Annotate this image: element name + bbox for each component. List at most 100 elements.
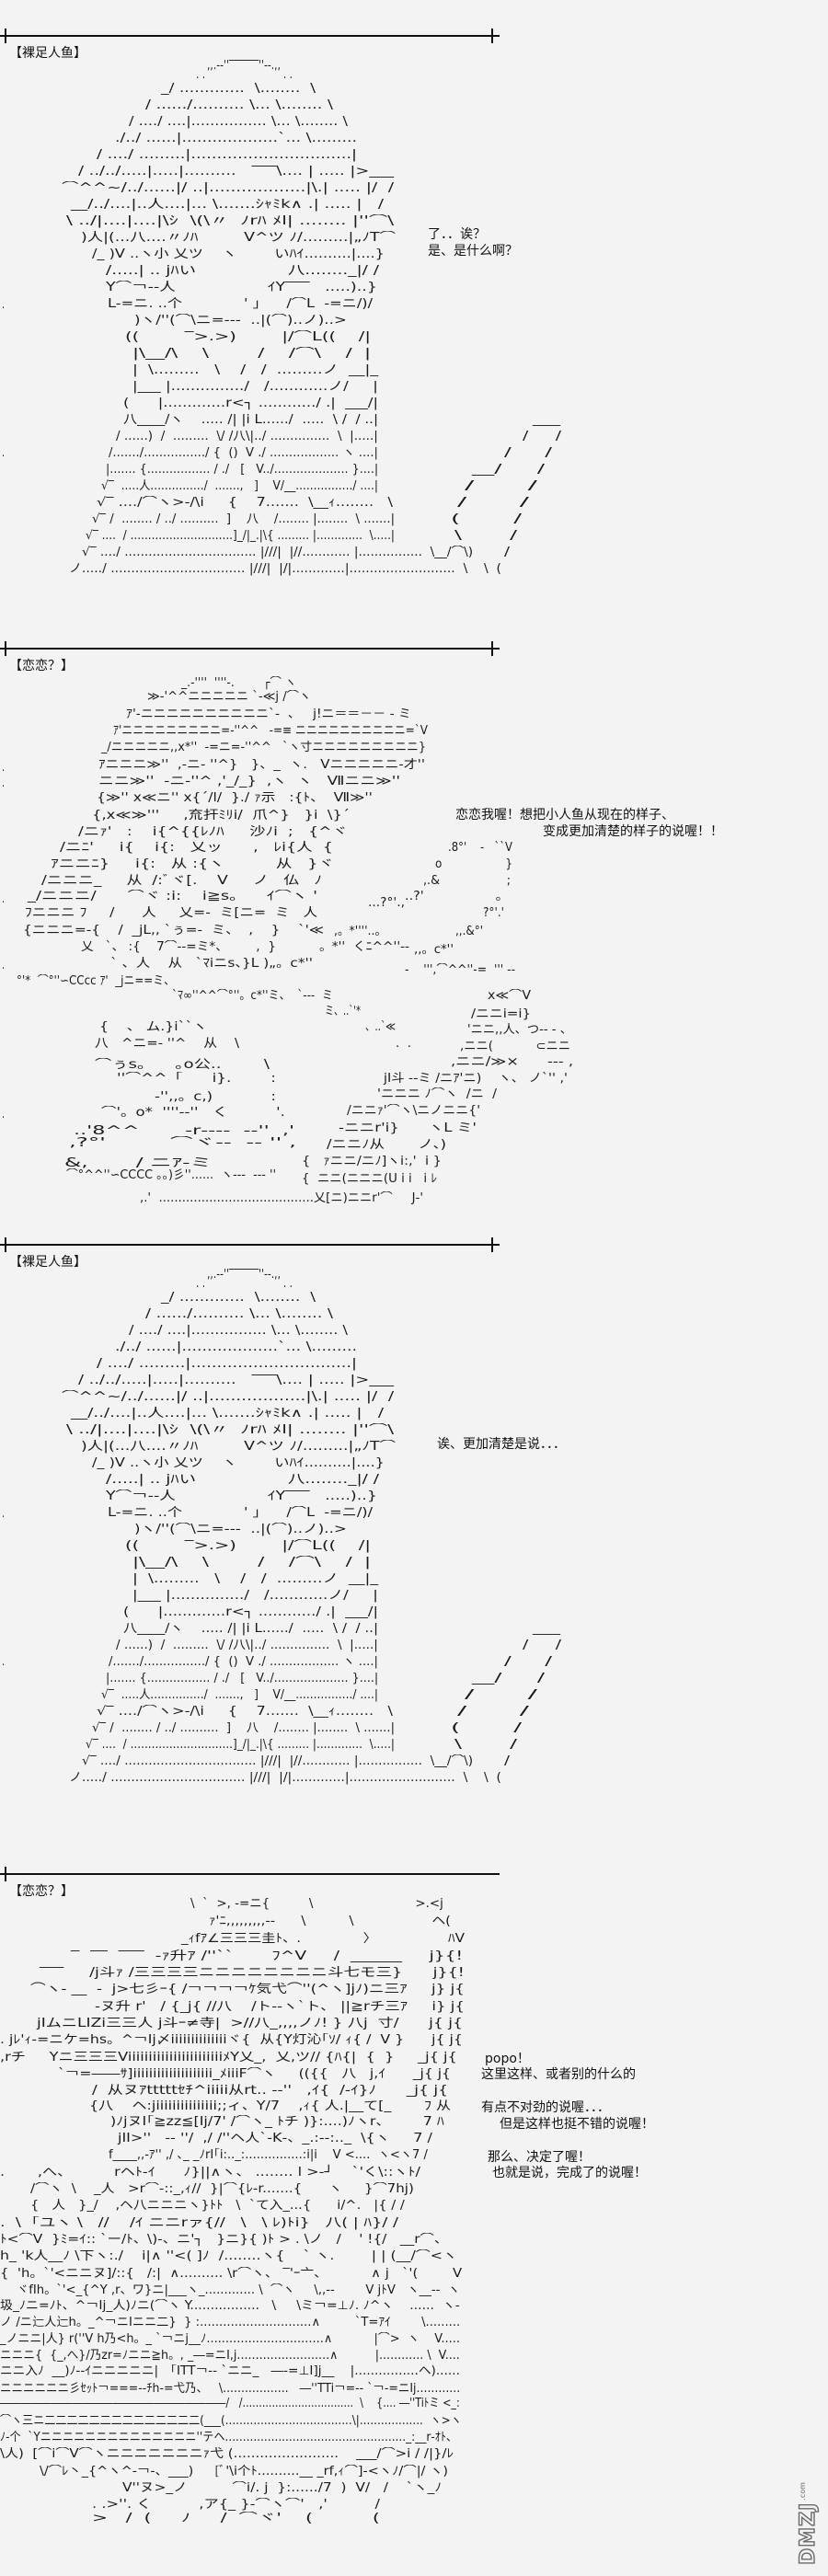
ascii-art-line: |....... {................. / ./ [ V../.… — [106, 1672, 379, 1685]
ascii-art-line: / ......) / ......... \/ /八\|../ .......… — [116, 1639, 378, 1652]
ascii-art-line: 八____/ヽ ..... /| |i L....../ ..... \ / /… — [123, 1622, 379, 1636]
watermark-suffix: .com — [799, 2482, 807, 2501]
ascii-art-line: /ニｧ' : i{^{{ﾚﾉﾊ 沙ﾉi ; {^ヾ — [78, 825, 348, 839]
dialogue-line: 变成更加清楚的样子的说喔！！ — [543, 824, 723, 839]
ascii-art-line: \/⌒ﾚ丶_{^ヽ^‐￢‐、___) [ﾞ'\i个ﾄ..........__ _… — [40, 2465, 449, 2478]
ascii-art-line: 八 ^ニ=‐ ''^ 从 \ — [95, 1037, 240, 1051]
ascii-art-line: / ..../ .........|......................… — [97, 1357, 357, 1371]
ascii-art-line: 、..`≪ — [365, 1020, 397, 1034]
ascii-art-line: ‾‾‾ /j斗ｧ /三三三三ニニニニニニニニ斗七モ三} j}{! — [40, 1966, 465, 1980]
rule-tick-right — [491, 641, 493, 656]
ascii-art-line: √‾ ..../⌒ヽ>-/\i { 7....... \__ｨ........ … — [97, 1705, 393, 1719]
ascii-art-line: )ヽ/''(⌒\ニ=--- ..|(⌒)..ノ)..> — [134, 314, 347, 328]
ascii-art-line: .8°' ‐ ``V — [448, 841, 512, 855]
ascii-art-line: . — [2, 298, 6, 312]
ascii-art-line: ,,.&°' — [455, 925, 484, 938]
ascii-art-line: )人|(...八....〃ﾉﾊ V^ツ ﾉ/.........|„ﾉT⌒ — [81, 1440, 397, 1454]
ascii-art-line: ‐'',,。c,) : — [155, 1090, 276, 1104]
ascii-art-line: /ニニニ_ 从 /:ﾞヾ[. V ノ 仏 ﾉ — [41, 874, 323, 888]
ascii-art-line: _/ニニニニニ,,x*'' ‐=ニ=‐''^^ `ヽ寸ニニニニニニニニニ} — [101, 741, 427, 754]
ascii-art-line: ,ニニ( ⊂ニニ — [460, 1040, 571, 1053]
ascii-art-line: o } — [435, 857, 512, 871]
dialogue-line: 有点不对劲的说喔．．． — [481, 2100, 610, 2115]
site-watermark-logo: DMZJ .com — [796, 2482, 820, 2566]
ascii-art-line: √‾ / ........ / ../ .......... ] 八 /....… — [92, 1721, 396, 1735]
ascii-art-line: / / — [504, 1655, 552, 1669]
ascii-art-line: ,rチ Yニ三三三ViiiiiiiiiiiiiiiiiiiiiiiﾒY乂_, 乂… — [0, 2051, 457, 2064]
ascii-art-line: ニニニ{ {_,へ}/乃zr=ﾉニニ≧h。, _―=ニI,j..........… — [0, 2349, 460, 2363]
ascii-art-line: __/../....|..人....|... \.......ｼｬﾐk∧ .| … — [71, 198, 385, 212]
ascii-art-line: . ,へ、 rヘﾄ‐ｲ ﾉ}||∧ヽ、 ........ l >‐┘ `'く\:… — [0, 2166, 420, 2179]
panel-divider-rule — [0, 1237, 500, 1252]
ascii-art-line: . \ ｢ユヽ \ // /ｲ ニニrァ{// \ \ ﾚ)ﾄi} 八( | ﾊ… — [0, 2216, 398, 2230]
ascii-art-line: 八____/ヽ ..... /| |i L....../ ..... \ / /… — [123, 413, 379, 427]
ascii-art-line: { 、 ム.}i``ヽ — [99, 1020, 208, 1034]
ascii-art-line: L-=ニ. ..个 ' 」 /⌒L -=ニ/)/ — [108, 1506, 374, 1520]
ascii-art-line: /ニニｧ'⌒ヽ\ニノニニ{' — [347, 1104, 481, 1118]
ascii-art-line: Y⌒￢--人 ｲY‾‾‾ .....)..} — [106, 281, 377, 294]
ascii-art-line: jII>'' ‐‐ ''/ ,/ /''ヘ人`‐K‐、_.:‐‐:.._ \{ヽ… — [118, 2132, 432, 2145]
dialogue-line: 是、是什么啊？ — [428, 244, 518, 259]
ascii-art-line: ヾfIh。`'<_{^Y ,r、ワ}ニ|___ヽ_............. \… — [17, 2283, 460, 2297]
ascii-art-line: ⌒^^~/../......|/ ..|..................|\… — [62, 1390, 395, 1404]
ascii-art-line: {,x≪≫''' ,㐬扞ﾐﾘi/ 爪^} }i \}´ — [92, 809, 351, 822]
ascii-art-line: {八 ヘ:jiiiiiiiiiiiiiii;;ィ、Y/7 ,ｨ{ 人.|__て[… — [89, 2099, 452, 2113]
ascii-art-line: / ../../.....|.....|.......... ‾‾‾\.... … — [78, 165, 395, 178]
ascii-art-line: ｧ'ﾆ,,,,,,,,,‐‐ \ \ ヘ( — [209, 1915, 451, 1928]
ascii-art-line: √‾ ..../ ...............................… — [82, 546, 474, 559]
ascii-art-line: ,。*''''..。 — [334, 925, 387, 938]
ascii-art-line: ミ、..`'* — [325, 1005, 361, 1018]
ascii-art-line: / ../../.....|.....|.......... ‾‾‾\.... … — [78, 1374, 395, 1387]
ascii-art-line: ./../ ......|...................`... \..… — [115, 132, 357, 145]
ascii-art-line: / ..../ ....|................ \... \....… — [129, 1324, 348, 1338]
ascii-art-line: . — [2, 959, 6, 972]
ascii-art-line: ニニ≫'' ‐ニ‐''^ ,'_/_} ,ヽ ヽ Ⅶニニ≫'' — [98, 775, 401, 788]
ascii-art-line: )人|(...八....〃ﾉﾊ V^ツ ﾉ/.........|„ﾉT⌒ — [81, 231, 397, 245]
ascii-art-line: {≫'' x≪ニ'' x{´/l/ }./ ｧ示 :{ﾄ、 Ⅶ≫'' — [97, 791, 373, 805]
ascii-art-line: ,,.-‐''‾‾‾‾‾‾''‐-.,, — [207, 59, 282, 73]
ascii-art-line: ｱニニニ≫'' ,‐ニ‐ ''^} }、_ ヽ. Vニニニニニ‐才'' — [98, 758, 426, 772]
ascii-art-line: . — [2, 446, 6, 460]
ascii-art-line: ⌒°^^''∽CCCC 。。)彡''...... ヽ‐‐‐ ‐‐‐ '' — [66, 1168, 277, 1182]
ascii-art-line: ( / — [451, 1721, 523, 1735]
ascii-art-line: `ﾏ∞''^^⌒°''。c*''ミ、 `‐‐‐ ミ — [172, 989, 333, 1003]
ascii-art-line: /......./................/ { () V ./ ...… — [109, 446, 378, 460]
ascii-art-line: __/../....|..人....|... \.......ｼｬﾐk∧ .| … — [71, 1407, 385, 1420]
ascii-art-line: ...?°'., — [368, 896, 406, 910]
ascii-art-line: 圾_ﾉニ=ﾉﾄ、^￢Ij_人)ﾉニ(⌒ヽ Y................. … — [0, 2299, 460, 2313]
ascii-art-line: x≪⌒V — [488, 989, 532, 1003]
ascii-art-line: /......./................/ { () V ./ ...… — [109, 1655, 378, 1669]
ascii-art-line: L-=ニ. ..个 ' 」 /⌒L -=ニ/)/ — [108, 297, 374, 311]
watermark-text: DMZJ — [796, 2501, 820, 2566]
ascii-art-line: _.-'''' ''''-. ┌⌒ ヽ — [181, 676, 297, 690]
ascii-art-line: (( ‾>.>) |/⌒L(( /| — [125, 330, 371, 344]
speaker-label: 【裸足人鱼】 — [9, 46, 86, 61]
ascii-art-line: /.....| .. jﾊい 八........_|/ / — [106, 1473, 380, 1487]
ascii-art-line: / — [504, 546, 511, 559]
ascii-art-line: √‾ ..../ ...............................… — [82, 1754, 474, 1768]
ascii-art-line: ﾉ‐个 `Yニニニニニニニニニニニニニニ''テヘ................… — [0, 2431, 458, 2444]
ascii-art-line: √‾ .....人.............../ ......., ] V/_… — [101, 479, 379, 493]
ascii-art-line: . — [2, 1655, 6, 1669]
ascii-art-line: ｱニニﾆ} i{: 从 :{ヽ 从 }ヾ — [51, 857, 335, 871]
ascii-art-line: ≫‐'^^ニニニニニ `‐≪j /⌒ヽ — [147, 690, 312, 704]
ascii-art-line: . — [2, 776, 6, 790]
ascii-art-line: V''ヌ>_ノ ⌒i/. j }:....../7 ) V/ / `ヽ_ﾉ — [122, 2481, 443, 2495]
ascii-art-line: { ｧニニ/ニﾉ]ヽi:,' i } — [302, 1155, 442, 1168]
ascii-art-line: \ / — [454, 529, 517, 543]
ascii-art-line: ノ /ニ辷人辷h。_^￢ニIニニ二} } :..................… — [0, 2316, 461, 2329]
ascii-art-line: ___ — [533, 413, 560, 427]
ascii-art-line: { 人 }_/ ,ヘ八ニニニヽ}ﾄﾄ \ `て入_...{ i/^. |{ / … — [30, 2199, 405, 2213]
ascii-art-line: / / — [523, 1639, 562, 1652]
panel-divider-rule — [0, 1867, 500, 1881]
ascii-art-line: ⌒ヽ‐ __ ‐ j>七彡ｰ{ /￢￢￢￢ｹ気弋⌒''(^ヽ]jﾉ)ニ三ｱ j}… — [30, 1983, 465, 1996]
ascii-art-line: ( |.............r<┐ ............/ .| ___… — [123, 397, 378, 410]
ascii-art-line: \ ` >, ‐=ニ{ \ >.<j — [190, 1897, 443, 1911]
panel-divider-rule — [0, 29, 500, 43]
dialogue-line: 这里这样、或者别的什么的 — [481, 2067, 636, 2082]
dialogue-line: popo！ — [485, 2052, 530, 2066]
ascii-art-line: | \......... \ / / .........ノ __|_ — [132, 363, 379, 377]
ascii-art-line: . . — [396, 1037, 411, 1051]
ascii-art-line: _/ ............. \........ \ — [161, 82, 316, 96]
ascii-art-line: ?°'.' — [483, 906, 505, 920]
